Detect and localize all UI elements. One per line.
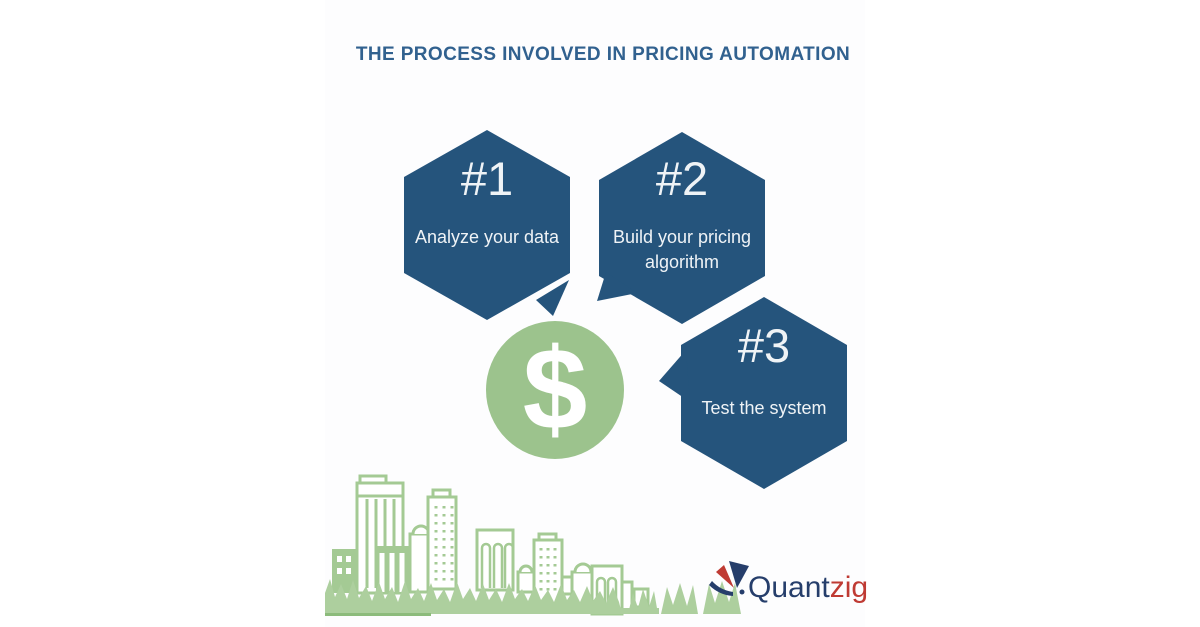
dollar-sign: $ xyxy=(522,324,588,454)
quantzig-logo-text: Quantzig xyxy=(748,572,868,604)
step-1-bubble-text: #1 Analyze your data xyxy=(397,153,577,250)
step-3-label: Test the system xyxy=(701,398,827,418)
speech-tail-3 xyxy=(659,350,690,402)
grass-illustration xyxy=(325,579,741,616)
step-3-bubble-text: #3 Test the system xyxy=(674,320,854,421)
hexagon-step-3 xyxy=(659,297,847,489)
speech-tail-2 xyxy=(597,272,637,301)
step-2-label: Build your pricing algorithm xyxy=(612,227,752,272)
step-1-label: Analyze your data xyxy=(414,227,560,247)
step-2-number: #2 xyxy=(655,152,709,205)
dollar-circle-icon xyxy=(486,321,624,459)
step-1-number: #1 xyxy=(460,152,514,205)
speech-tail-1 xyxy=(536,280,569,316)
step-2-bubble-text: #2 Build your pricing algorithm xyxy=(592,153,772,275)
page-title: THE PROCESS INVOLVED IN PRICING AUTOMATI… xyxy=(355,44,851,65)
quantzig-logo-icon xyxy=(709,561,749,596)
logo-text-primary: Quant xyxy=(748,571,830,604)
city-skyline-illustration xyxy=(332,474,650,616)
hexagon-step-2 xyxy=(597,132,765,324)
hexagon-step-1 xyxy=(404,130,570,320)
grass-underline xyxy=(325,613,431,616)
logo-text-accent: zig xyxy=(829,571,869,604)
step-3-number: #3 xyxy=(737,319,791,372)
